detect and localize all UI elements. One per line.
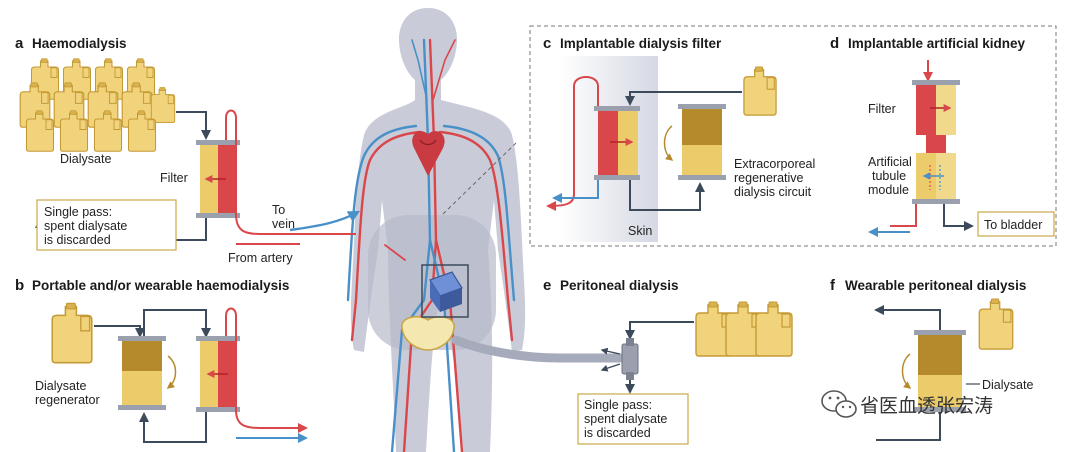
panel-c-letter: c <box>543 35 551 52</box>
extracorporeal-line1: Extracorporeal <box>734 157 815 171</box>
panel-e-title: Peritoneal dialysis <box>560 278 679 293</box>
dialysate-label: Dialysate <box>60 152 111 166</box>
dialysate-jug-icon <box>19 58 176 152</box>
filter-cartridge-icon <box>594 106 640 180</box>
dialysate-jug-icon <box>51 302 93 364</box>
single-pass-e-line1: Single pass: <box>584 398 652 412</box>
panel-f-letter: f <box>830 277 836 294</box>
filter-label-a: Filter <box>160 171 188 185</box>
panel-a: a Haemodialysis Dialysate <box>15 35 361 265</box>
watermark-text: 省医血透张宏涛 <box>860 395 993 417</box>
single-pass-a-line1: Single pass: <box>44 205 112 219</box>
panel-f: f Wearable peritoneal dialysis Dialysate <box>830 277 1033 441</box>
filter-cartridge-icon <box>196 336 240 412</box>
single-pass-box-e <box>577 393 689 445</box>
watermark: 省医血透张宏涛 <box>821 390 993 418</box>
panel-a-letter: a <box>15 35 24 52</box>
panel-c-title: Implantable dialysis filter <box>560 36 722 51</box>
panel-b-title: Portable and/or wearable haemodialysis <box>32 278 289 293</box>
bladder <box>401 315 455 351</box>
filter-cartridge-icon <box>196 140 240 218</box>
filter-label-d: Filter <box>868 102 896 116</box>
implant-callout-box <box>529 25 1057 247</box>
single-pass-box-a <box>36 199 177 251</box>
filter-cartridge-icon <box>912 80 960 204</box>
peritoneal-tube <box>451 335 625 363</box>
dialysate-regenerator-line1: Dialysate <box>35 379 86 393</box>
regenerator-cartridge <box>118 336 177 410</box>
extracorporeal-line3: dialysis circuit <box>734 185 812 199</box>
dialysate-jug-icon <box>743 66 777 116</box>
dialysate-regenerator-line2: regenerator <box>35 393 100 407</box>
to-bladder-label: To bladder <box>984 218 1042 232</box>
artificial-tubule-line2: tubule <box>872 169 906 183</box>
single-pass-e-line2: spent dialysate <box>584 412 667 426</box>
artificial-tubule-line3: module <box>868 183 909 197</box>
to-vein-line1: To <box>272 203 285 217</box>
dialysate-jug-icon <box>695 301 793 357</box>
to-vein-line2: vein <box>272 217 295 231</box>
skin-label: Skin <box>628 224 652 238</box>
panel-f-title: Wearable peritoneal dialysis <box>845 278 1026 293</box>
panel-a-title: Haemodialysis <box>32 36 127 51</box>
panel-c: c Implantable dialysis filter Skin <box>529 25 1057 247</box>
panel-d-letter: d <box>830 35 839 52</box>
tube-connector <box>621 338 639 380</box>
callout-line <box>442 142 517 215</box>
implanted-device <box>421 264 469 318</box>
single-pass-a-line2: spent dialysate <box>44 219 127 233</box>
panel-d: d Implantable artificial kidney Filter A… <box>830 35 1055 237</box>
dialysate-jug-icon <box>978 298 1014 350</box>
panel-d-title: Implantable artificial kidney <box>848 36 1026 51</box>
from-artery-label: From artery <box>228 251 293 265</box>
regenerator-cartridge <box>901 330 966 412</box>
single-pass-a-line3: is discarded <box>44 233 111 247</box>
regenerator-cartridge <box>663 104 726 180</box>
wechat-icon <box>821 390 857 418</box>
panel-e: e Peritoneal dialysis Single pass: spent… <box>543 277 793 445</box>
artificial-tubule-line1: Artificial <box>868 155 912 169</box>
panel-e-letter: e <box>543 277 551 294</box>
human-body-icon <box>350 8 526 452</box>
heart-icon <box>412 131 445 176</box>
single-pass-e-line3: is discarded <box>584 426 651 440</box>
to-bladder-box <box>977 211 1055 237</box>
panel-b: b Portable and/or wearable haemodialysis… <box>15 277 308 443</box>
panel-b-letter: b <box>15 277 24 294</box>
dialysate-f-label: Dialysate <box>982 378 1033 392</box>
extracorporeal-line2: regenerative <box>734 171 804 185</box>
